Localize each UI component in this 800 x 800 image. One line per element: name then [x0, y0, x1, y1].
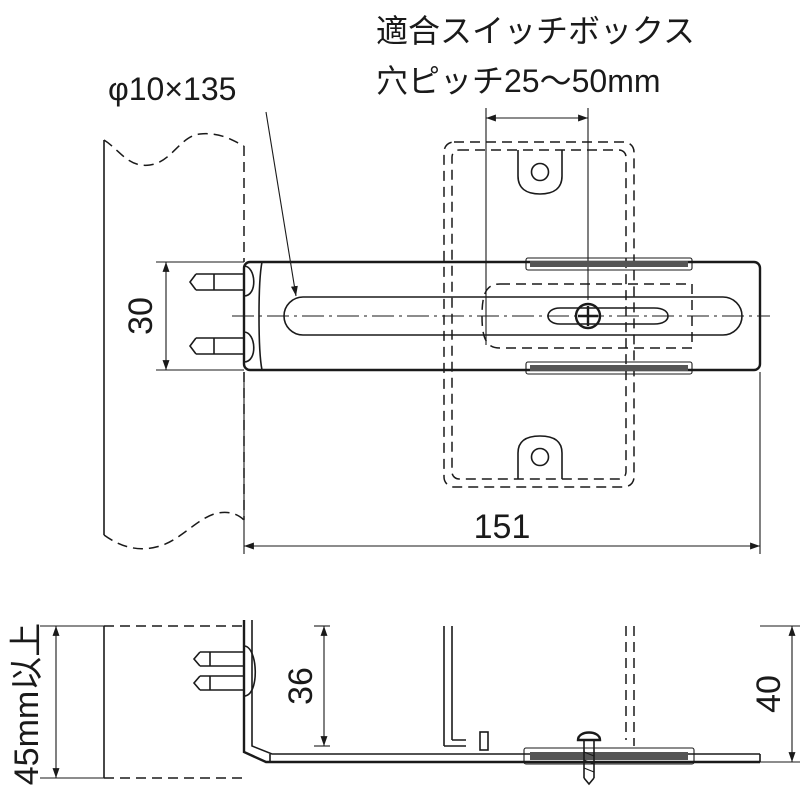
- top-view-prongs: [189, 265, 255, 363]
- side-view: [40, 620, 800, 786]
- height-36-dimension: [314, 625, 330, 747]
- height-36-label: 36: [282, 667, 320, 705]
- side-view-prongs: [192, 645, 256, 697]
- top-view-wall-section: [103, 132, 245, 550]
- top-view-bracket-plate: [232, 257, 770, 375]
- min-45-label: 45mm以上: [8, 623, 46, 785]
- top-view-screw: [547, 302, 669, 330]
- side-view-wall-section: [103, 625, 244, 779]
- side-view-switch-box: [443, 626, 635, 747]
- length-151-label: 151: [474, 508, 531, 546]
- rod-spec-leader: [265, 111, 298, 297]
- side-view-bracket: [242, 620, 761, 765]
- side-view-screw: [576, 731, 602, 786]
- top-view-switch-box: [443, 141, 635, 488]
- width-30-label: 30: [122, 297, 160, 335]
- height-40-dimension: [760, 625, 800, 763]
- bottom-mount-hole: [530, 447, 550, 467]
- width-30-dimension: [156, 261, 244, 371]
- top-view: [103, 108, 770, 554]
- height-40-label: 40: [750, 675, 788, 713]
- top-mount-hole: [530, 162, 550, 182]
- length-151-dimension: [243, 372, 761, 554]
- hole-pitch-dimension: [485, 108, 589, 345]
- compatible-box-note: 適合スイッチボックス: [376, 13, 695, 49]
- hole-pitch-note: 穴ピッチ25～50mm: [376, 63, 661, 99]
- rod-spec-label: φ10×135: [108, 71, 236, 107]
- min-45-dimension: [40, 625, 104, 779]
